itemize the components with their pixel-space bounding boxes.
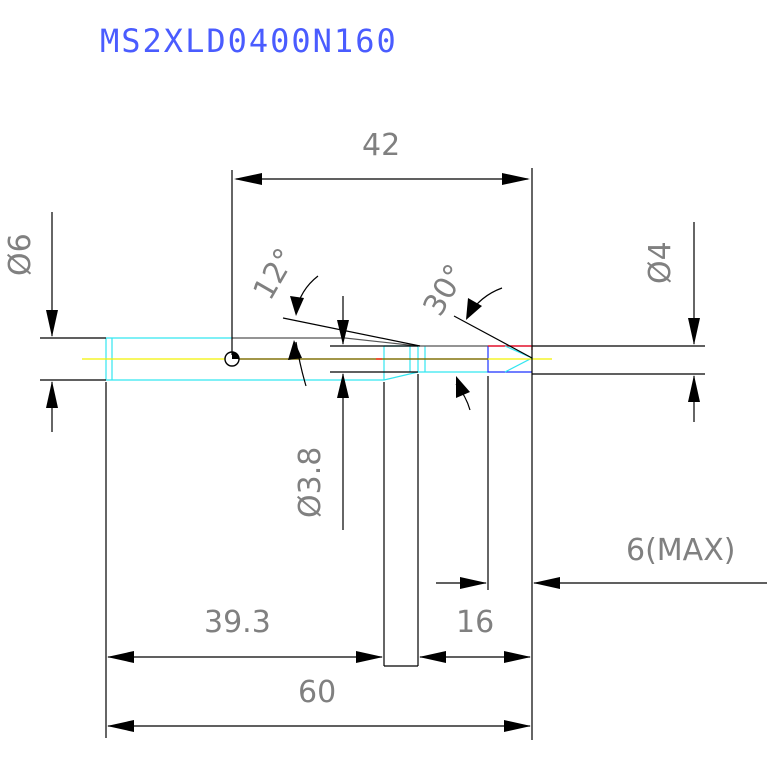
dim-tip-dia: Ø4 — [532, 222, 705, 422]
dim-max: 6(MAX) — [436, 376, 767, 590]
dim-shank-dia: Ø6 — [3, 212, 106, 432]
taper-edge — [232, 337, 488, 347]
shank-outline — [105, 337, 306, 381]
part-number-title: MS2XLD0400N160 — [100, 22, 398, 60]
dim-39-3: 39.3 — [105, 382, 385, 738]
dim-angle-12: 12° — [247, 242, 421, 387]
dim-39-3-label: 39.3 — [204, 605, 271, 640]
dim-neck-dia: Ø3.8 — [293, 296, 418, 530]
dim-max-label: 6(MAX) — [626, 533, 735, 568]
dim-tip-dia-label: Ø4 — [643, 241, 678, 284]
reference-circle-quadrant — [232, 352, 239, 359]
dim-angle-30-label: 30° — [417, 258, 474, 322]
dim-16: 16 — [384, 374, 531, 667]
dim-angle-30: 30° — [417, 258, 533, 411]
dim-neck-dia-label: Ø3.8 — [293, 447, 328, 518]
neck-outline — [306, 345, 488, 381]
dim-42-label: 42 — [362, 128, 400, 163]
tool-outline — [82, 337, 552, 381]
dim-60-label: 60 — [298, 675, 336, 710]
dim-16-label: 16 — [456, 605, 494, 640]
dim-60: 60 — [107, 675, 531, 732]
dim-angle-12-label: 12° — [247, 242, 304, 306]
dim-shank-dia-label: Ø6 — [3, 233, 38, 276]
dim-42: 42 — [231, 128, 533, 740]
